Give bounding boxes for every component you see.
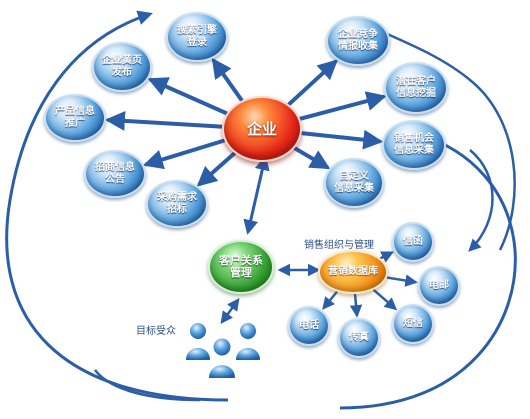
node-sales-opportunity[interactable]: 销售机会 信息采集 bbox=[382, 120, 446, 170]
arrow-center-custom-collection bbox=[293, 146, 331, 170]
arrow-center-procurement-bidding bbox=[196, 151, 236, 187]
outer-arc-bottom bbox=[94, 369, 201, 402]
marketing-database-node[interactable]: 营销数据库 bbox=[318, 250, 388, 294]
outer-arc-right-inner bbox=[468, 149, 494, 252]
outer-arc-right bbox=[339, 131, 517, 410]
person-icon bbox=[236, 323, 260, 360]
channel-fax[interactable]: 传真 bbox=[338, 318, 380, 358]
arrow-center-product-promo bbox=[104, 110, 224, 131]
arrow-center-investment-bulletin bbox=[142, 138, 226, 170]
node-custom-collection[interactable]: 自定义 信息采集 bbox=[324, 158, 384, 208]
crm-node[interactable]: 客户关系 管理 bbox=[208, 240, 274, 294]
node-label: 招商信息 公告 bbox=[95, 162, 135, 185]
node-label: 自定义 信息采集 bbox=[334, 171, 374, 194]
channel-label: 短信 bbox=[403, 318, 423, 329]
node-potential-customer[interactable]: 潜在客户 信息挖掘 bbox=[384, 62, 448, 114]
person-icon bbox=[209, 338, 235, 378]
channel-letter[interactable]: 信函 bbox=[392, 222, 434, 262]
arrow-crm-audience bbox=[220, 297, 240, 325]
sales-org-label: 销售组织与管理 bbox=[304, 240, 374, 251]
arrow-marketing-sms bbox=[373, 289, 398, 311]
node-label: 采购需求 招标 bbox=[157, 192, 197, 215]
center-node-enterprise[interactable]: 企业 bbox=[222, 96, 302, 162]
outer-arc-top-right bbox=[359, 20, 516, 251]
node-yellow-pages[interactable]: 企业黄页 发布 bbox=[92, 42, 152, 92]
node-competitive-intel[interactable]: 企业竞争 情报收集 bbox=[326, 16, 390, 66]
channel-email[interactable]: 电邮 bbox=[418, 266, 460, 306]
arrow-marketing-email bbox=[386, 274, 418, 287]
channel-label: 传真 bbox=[349, 332, 369, 343]
channel-sms[interactable]: 短信 bbox=[392, 304, 434, 344]
arrow-center-yellow-pages bbox=[147, 77, 228, 115]
arrow-marketing-phone bbox=[322, 291, 338, 310]
target-audience-label: 目标受众 bbox=[136, 326, 176, 337]
arrow-center-potential-customer bbox=[299, 91, 387, 121]
node-label: 潜在客户 信息挖掘 bbox=[396, 76, 436, 99]
arrow-marketing-fax bbox=[349, 293, 363, 318]
arrow-center-search-engine bbox=[211, 57, 244, 102]
marketing-database-label: 营销数据库 bbox=[328, 266, 378, 277]
node-product-promo[interactable]: 产品信息 推广 bbox=[44, 94, 106, 142]
center-node-label: 企业 bbox=[246, 120, 277, 138]
arrow-center-crm bbox=[243, 155, 270, 235]
channel-label: 信函 bbox=[403, 236, 423, 247]
node-label: 搜索引擎 登录 bbox=[177, 25, 217, 48]
node-label: 产品信息 推广 bbox=[55, 106, 95, 129]
crm-label: 客户关系 管理 bbox=[219, 254, 263, 279]
arrow-center-competitive-intel bbox=[287, 59, 338, 106]
person-icon bbox=[186, 323, 210, 360]
channel-label: 电邮 bbox=[429, 280, 449, 291]
arrow-marketing-letter bbox=[379, 251, 394, 263]
node-procurement-bidding[interactable]: 采购需求 招标 bbox=[146, 180, 208, 228]
channel-label: 电话 bbox=[299, 320, 319, 331]
node-label: 企业黄页 发布 bbox=[102, 55, 142, 78]
arrow-center-sales-opportunity bbox=[300, 129, 384, 150]
node-search-engine[interactable]: 搜索引擎 登录 bbox=[166, 12, 228, 62]
node-label: 企业竞争 情报收集 bbox=[338, 29, 378, 52]
node-label: 销售机会 信息采集 bbox=[394, 133, 434, 156]
node-investment-bulletin[interactable]: 招商信息 公告 bbox=[84, 150, 146, 198]
channel-phone[interactable]: 电话 bbox=[288, 306, 330, 346]
audience-people-icon bbox=[186, 323, 260, 378]
